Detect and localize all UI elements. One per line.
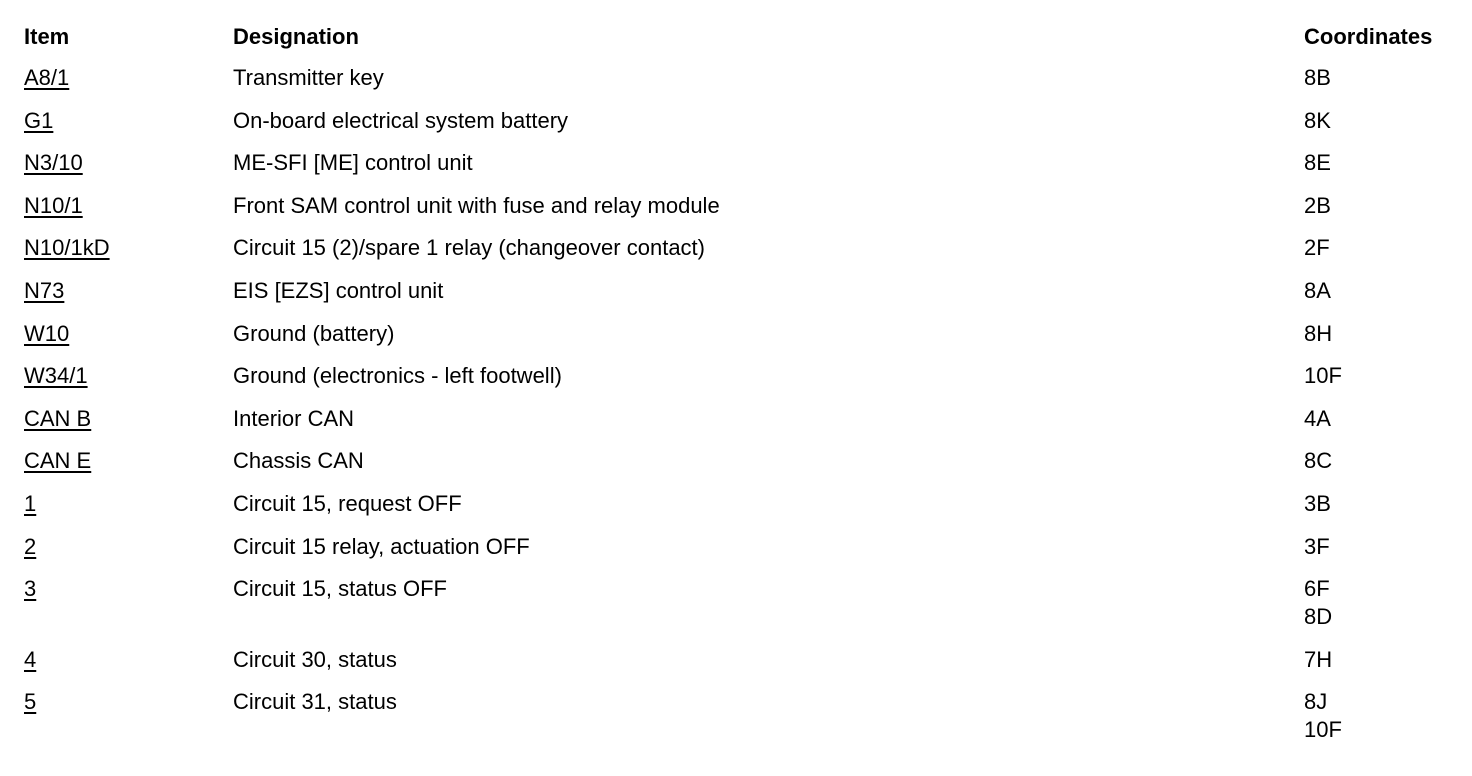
coordinate-value: 10F: [1304, 363, 1342, 389]
item-link[interactable]: A8/1: [24, 65, 70, 90]
coordinate-value: 8A: [1304, 278, 1331, 303]
designation-text: ME-SFI [ME] control unit: [233, 150, 473, 176]
designation-text: Circuit 31, status: [233, 689, 397, 715]
designation-text: EIS [EZS] control unit: [233, 278, 444, 303]
designation-text: Interior CAN: [233, 405, 355, 431]
coordinate-value: 8E: [1304, 150, 1331, 176]
designation-text: On-board electrical system battery: [233, 107, 569, 133]
item-link[interactable]: 4: [24, 646, 37, 672]
coordinate-value: 8D: [1304, 604, 1333, 630]
coordinates-cell: 8E: [1304, 149, 1331, 177]
designation-text: Circuit 30, status: [233, 646, 397, 672]
coordinates-cell: 8C: [1304, 447, 1332, 475]
designation-text: Circuit 15 (2)/spare 1 relay (changeover…: [233, 235, 705, 261]
coordinates-cell: 3B: [1304, 490, 1331, 518]
coordinates-cell: 4A: [1304, 405, 1331, 433]
coordinates-cell: 8A: [1304, 277, 1331, 305]
coordinates-cell: 8K: [1304, 107, 1331, 135]
coordinates-cell: 2F: [1304, 234, 1330, 262]
item-link[interactable]: 2: [24, 533, 37, 559]
coordinate-value: 2F: [1304, 235, 1330, 261]
coordinate-value: 7H: [1304, 646, 1333, 672]
designation-text: Front SAM control unit with fuse and rel…: [233, 192, 720, 218]
item-link[interactable]: N73: [24, 278, 65, 303]
coordinate-value: 8J: [1304, 689, 1328, 715]
coordinate-value: 3F: [1304, 533, 1330, 559]
designation-text: Circuit 15, status OFF: [233, 576, 447, 602]
item-link[interactable]: 5: [24, 689, 37, 715]
item-link[interactable]: G1: [24, 107, 54, 133]
item-link[interactable]: W34/1: [24, 363, 88, 389]
coordinates-cell: 3F: [1304, 533, 1330, 561]
item-link[interactable]: N3/10: [24, 150, 83, 176]
column-header-item: Item: [24, 24, 70, 49]
coordinate-value: 8K: [1304, 107, 1331, 133]
coordinate-value: 8C: [1304, 448, 1333, 474]
coordinates-cell: 8B: [1304, 64, 1331, 92]
coordinate-value: 6F: [1304, 576, 1330, 602]
item-link[interactable]: W10: [24, 320, 70, 346]
column-header-designation: Designation: [233, 24, 359, 49]
coordinates-cell: 10F: [1304, 362, 1342, 390]
designation-text: Ground (electronics - left footwell): [233, 363, 562, 389]
item-link[interactable]: CAN B: [24, 405, 92, 431]
coordinates-cell: 2B: [1304, 192, 1331, 220]
designation-text: Circuit 15, request OFF: [233, 491, 462, 516]
coordinate-value: 3B: [1304, 491, 1331, 516]
designation-text: Chassis CAN: [233, 448, 364, 474]
coordinate-value: 8B: [1304, 65, 1331, 90]
coordinate-value: 2B: [1304, 192, 1331, 218]
item-link[interactable]: N10/1: [24, 192, 83, 218]
coordinate-value: 10F: [1304, 717, 1342, 743]
table-header: Item Designation Coordinates: [0, 22, 1472, 52]
designation-text: Circuit 15 relay, actuation OFF: [233, 533, 530, 559]
coordinates-cell: 7H: [1304, 646, 1332, 674]
coordinate-value: 4A: [1304, 405, 1331, 431]
column-header-coordinates: Coordinates: [1304, 24, 1433, 49]
item-link[interactable]: 1: [24, 491, 37, 516]
designation-text: Ground (battery): [233, 320, 395, 346]
item-link[interactable]: N10/1kD: [24, 235, 110, 261]
coordinate-value: 8H: [1304, 320, 1333, 346]
item-link[interactable]: CAN E: [24, 448, 92, 474]
coordinates-cell: 8H: [1304, 320, 1332, 348]
item-link[interactable]: 3: [24, 576, 37, 602]
designation-text: Transmitter key: [233, 65, 384, 90]
